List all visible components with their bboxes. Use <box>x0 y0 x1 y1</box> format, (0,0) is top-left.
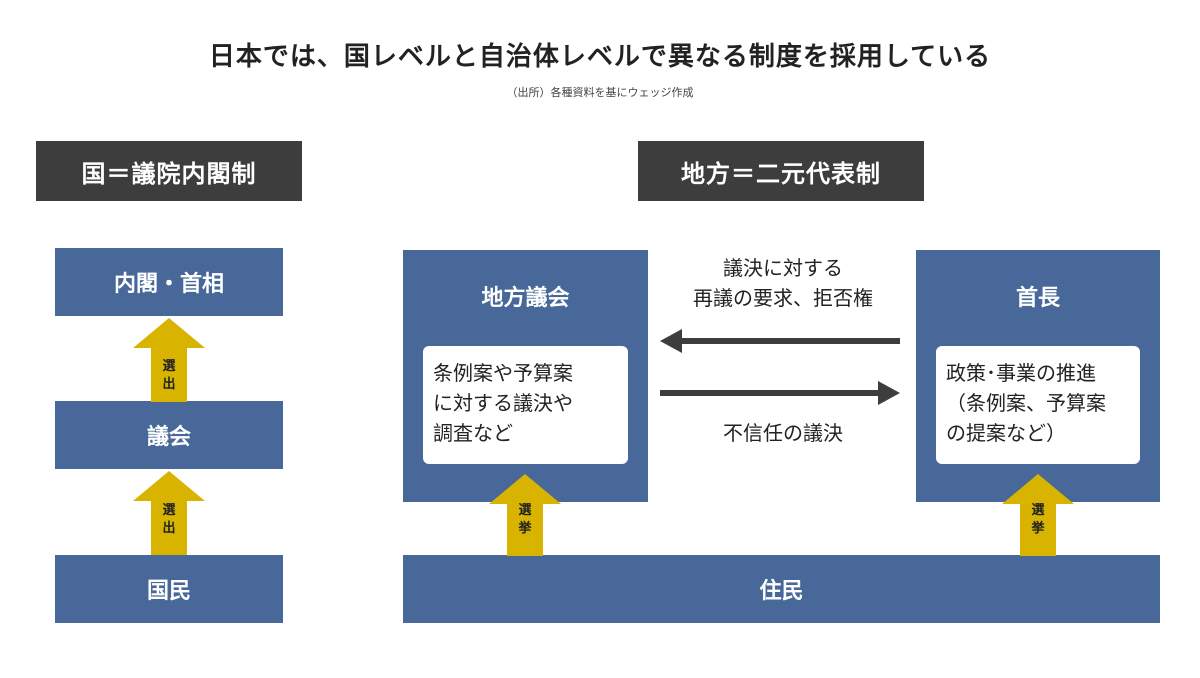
right-arrow <box>660 381 900 405</box>
local-right-arrow <box>1002 474 1074 556</box>
residents-box: 住民 <box>403 555 1160 623</box>
local-right-arrow-label: 選挙 <box>1031 503 1045 536</box>
no-confidence-text: 不信任の議決 <box>723 421 843 445</box>
national-upper-arrow-label: 選出 <box>162 359 176 392</box>
local-assembly-box: 地方議会 条例案や予算案 に対する議決や 調査など <box>403 250 648 502</box>
national-lower-arrow-label: 選出 <box>162 503 176 536</box>
local-left-arrow <box>489 474 561 556</box>
veto-text: 議決に対する 再議の要求、拒否権 <box>693 256 873 310</box>
page-title: 日本では、国レベルと自治体レベルで異なる制度を採用している <box>208 42 992 72</box>
cabinet-box: 内閣・首相 <box>55 248 283 316</box>
diet-box: 議会 <box>55 401 283 469</box>
local-left-arrow-label: 選挙 <box>518 503 532 536</box>
left-arrow <box>660 329 900 353</box>
citizens-box: 国民 <box>55 555 283 623</box>
national-header: 国＝議院内閣制 <box>36 141 302 201</box>
national-upper-arrow <box>133 318 205 402</box>
local-assembly-title: 地方議会 <box>481 286 570 311</box>
executive-box: 首長 政策･事業の推進 （条例案、予算案 の提案など） <box>916 250 1160 502</box>
national-lower-arrow <box>133 471 205 555</box>
local-assembly-detail: 条例案や予算案 に対する議決や 調査など <box>423 346 628 464</box>
source-note: （出所）各種資料を基にウェッジ作成 <box>506 86 694 99</box>
local-header: 地方＝二元代表制 <box>638 141 924 201</box>
executive-title: 首長 <box>1015 286 1060 311</box>
executive-detail: 政策･事業の推進 （条例案、予算案 の提案など） <box>936 346 1140 464</box>
